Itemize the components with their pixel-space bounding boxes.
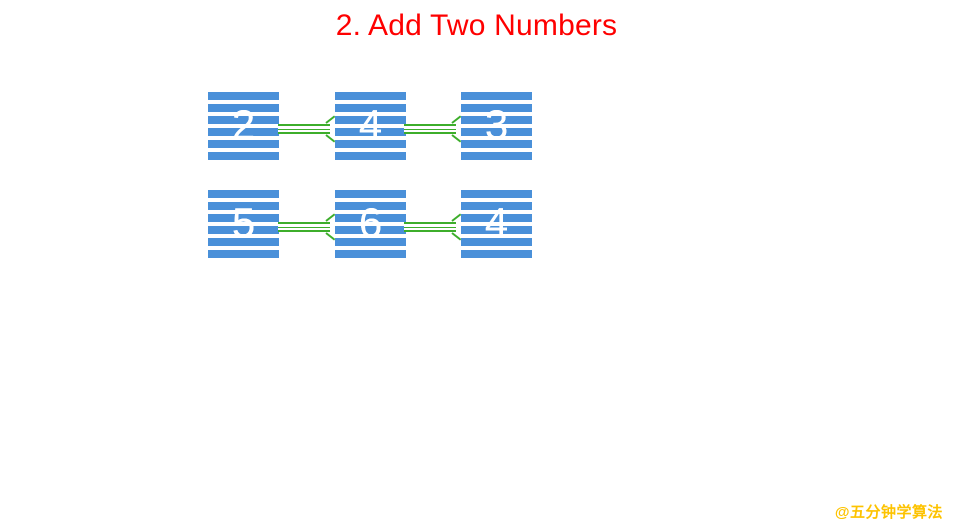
list-node[interactable]: 5: [208, 190, 279, 258]
list-node[interactable]: 3: [461, 92, 532, 160]
list-node[interactable]: 2: [208, 92, 279, 160]
node-value: 5: [231, 199, 256, 246]
arrow-shaft: [278, 222, 330, 232]
arrow-right-icon: [278, 124, 342, 134]
linked-list-row-1: 2 4 3: [0, 88, 953, 164]
list-node[interactable]: 4: [335, 92, 406, 160]
list-node[interactable]: 4: [461, 190, 532, 258]
arrow-right-icon: [278, 222, 342, 232]
arrow-shaft: [404, 222, 456, 232]
node-stripes: [335, 92, 406, 160]
node-stripes: [461, 92, 532, 160]
node-value: 6: [358, 199, 383, 246]
node-stripes: [208, 92, 279, 160]
node-stripes: [335, 190, 406, 258]
node-value: 2: [231, 101, 256, 148]
watermark: @五分钟学算法: [834, 504, 943, 521]
node-value: 4: [484, 199, 509, 246]
node-stripes: [208, 190, 279, 258]
arrow-right-icon: [404, 222, 468, 232]
linked-list-row-2: 5 6 4: [0, 186, 953, 262]
page-title: 2. Add Two Numbers: [335, 9, 618, 42]
list-node[interactable]: 6: [335, 190, 406, 258]
node-stripes: [461, 190, 532, 258]
arrow-shaft: [404, 124, 456, 134]
node-value: 4: [358, 101, 383, 148]
arrow-shaft: [278, 124, 330, 134]
node-value: 3: [484, 101, 509, 148]
arrow-right-icon: [404, 124, 468, 134]
